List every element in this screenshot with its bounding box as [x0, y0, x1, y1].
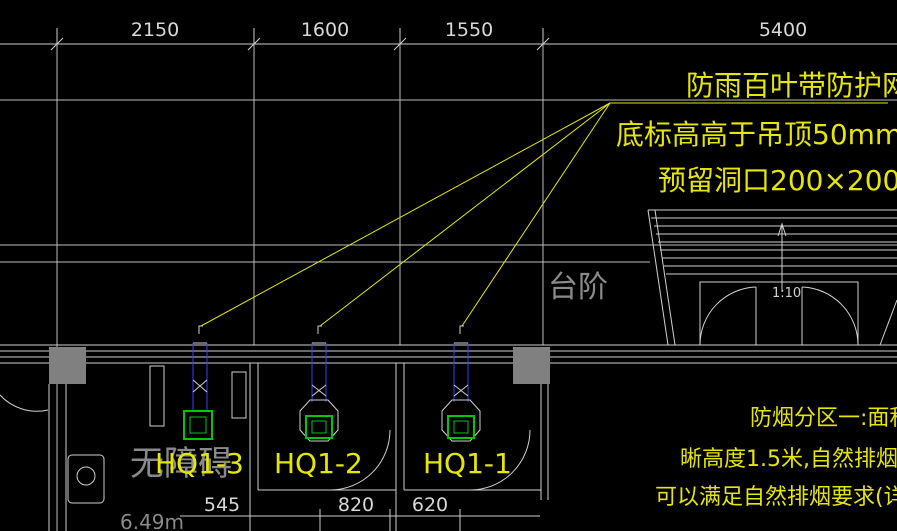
louver-hq1-1 [441, 325, 481, 442]
column-right [513, 347, 550, 384]
dimension-545: 545 [204, 494, 240, 516]
room-label-accessible: 无障碍 [130, 444, 232, 484]
annotation-louver-type: 防雨百叶带防护网 [686, 69, 897, 102]
smoke-zone-note-line3: 可以满足自然排烟要求(详见建 [655, 485, 897, 510]
stairs-label: 台阶 [548, 270, 608, 305]
dimension-2150: 2150 [131, 19, 179, 41]
dimension-620: 620 [412, 494, 448, 516]
dimension-1600: 1600 [301, 19, 349, 41]
equipment-label-hq1-1: HQ1-1 [423, 447, 512, 480]
column-left [49, 347, 86, 384]
room-area-label: 6.49m [120, 510, 184, 531]
louver-hq1-3 [183, 325, 213, 440]
annotation-reserved-opening: 预留洞口200×200 [658, 164, 897, 197]
dimension-820: 820 [338, 494, 374, 516]
equipment-label-hq1-3: HQ1-3 [155, 447, 244, 480]
grid-lines [0, 44, 897, 531]
smoke-zone-note-line1: 防烟分区一:面积为 [750, 406, 897, 431]
dimension-5400: 5400 [759, 19, 807, 41]
dimension-1550: 1550 [445, 19, 493, 41]
annotation-bottom-elevation: 底标高高于吊顶50mm [616, 118, 897, 151]
equipment-label-hq1-2: HQ1-2 [274, 447, 363, 480]
louver-hq1-2 [299, 325, 339, 442]
stairs-block [647, 209, 897, 346]
wall-band [0, 344, 897, 364]
room-walls [0, 363, 549, 531]
smoke-zone-note-line2: 晰高度1.5米,自然排烟窗有 [680, 447, 897, 472]
annotation-leaders [200, 102, 888, 327]
stair-ratio-label: 1:10 [772, 286, 801, 301]
